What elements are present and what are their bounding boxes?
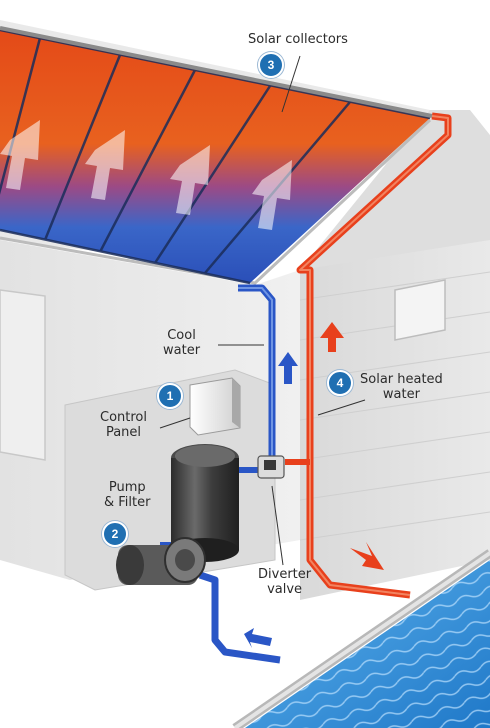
leader-lines bbox=[159, 55, 366, 566]
control-panel-box bbox=[189, 377, 241, 436]
solar-heated-line1: Solar heated bbox=[360, 372, 443, 387]
solar-heated-line2: water bbox=[382, 387, 420, 402]
down-arrow-icon bbox=[320, 322, 344, 352]
flow-arrow-icon bbox=[244, 628, 272, 648]
cool-water-line1: Cool bbox=[167, 328, 196, 343]
pump bbox=[116, 537, 206, 585]
flow-arrow-icon bbox=[350, 542, 384, 570]
badge-1: 1 bbox=[157, 383, 183, 409]
pump-filter-line2: & Filter bbox=[104, 495, 151, 510]
control-panel-line1: Control bbox=[100, 410, 147, 425]
swimming-pool bbox=[232, 549, 490, 728]
control-panel-line2: Panel bbox=[105, 425, 142, 440]
solar-collectors-text: Solar collectors bbox=[248, 32, 348, 47]
diverter-line2: valve bbox=[267, 582, 303, 597]
pump-to-pool-pipe bbox=[198, 571, 281, 664]
solar-collectors-label: Solar collectors bbox=[248, 32, 348, 47]
diverter-valve-label: Diverter valve bbox=[258, 567, 311, 597]
badge-2: 2 bbox=[102, 521, 128, 547]
up-arrow-icon bbox=[278, 352, 298, 384]
cool-water-line2: water bbox=[163, 343, 201, 358]
solar-collector-array bbox=[0, 26, 433, 285]
house-door bbox=[0, 289, 46, 461]
badge-3: 3 bbox=[258, 52, 284, 78]
cool-water-label: Cool water bbox=[163, 328, 200, 358]
diverter-line1: Diverter bbox=[258, 567, 312, 582]
badge-4: 4 bbox=[327, 370, 353, 396]
pump-filter-label: Pump & Filter bbox=[104, 480, 150, 510]
control-panel-label: Control Panel bbox=[100, 410, 147, 440]
diverter-valve bbox=[257, 455, 285, 479]
roof-gutter bbox=[0, 118, 432, 285]
pump-filter-line1: Pump bbox=[108, 480, 146, 495]
side-window bbox=[394, 279, 446, 341]
solar-heated-water-label: Solar heated water bbox=[360, 372, 443, 402]
